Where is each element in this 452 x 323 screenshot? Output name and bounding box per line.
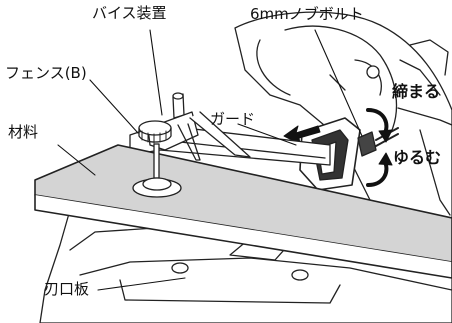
leader-lines (57, 29, 363, 291)
vise-assembly (132, 92, 251, 198)
material-label: 材料 (8, 123, 39, 141)
guard-label: ガード (210, 110, 256, 128)
workpiece (34, 144, 452, 279)
rotation-arrows (366, 108, 393, 187)
knob-bolt-label: 6mmノブボルト (250, 5, 364, 23)
vise-label: バイス装置 (92, 4, 167, 22)
blade-plate-label: 刃口板 (44, 280, 90, 298)
fence-label: フェンス(B) (5, 64, 87, 82)
loosen-label: ゆるむ (393, 148, 442, 167)
tighten-label: 締まる (392, 82, 441, 101)
